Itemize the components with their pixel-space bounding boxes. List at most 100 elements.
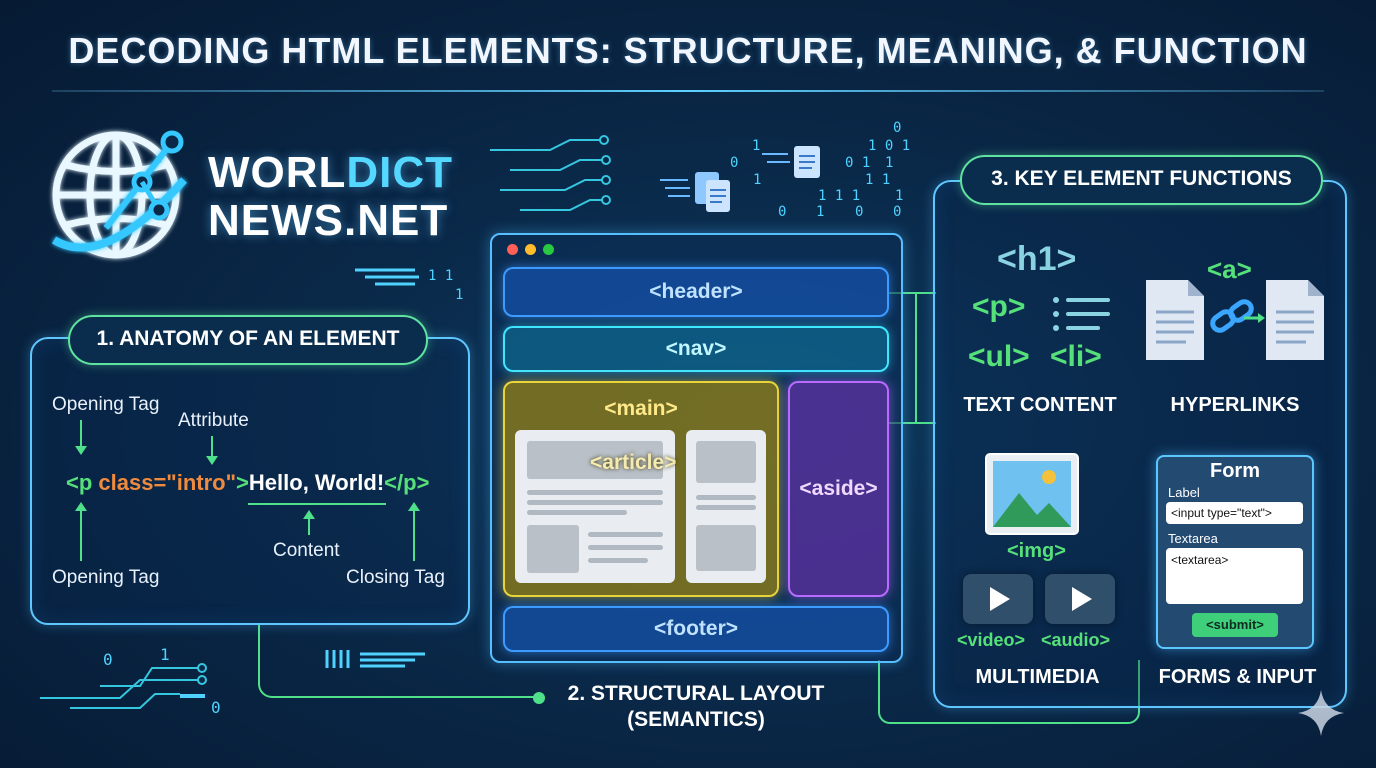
code-gt: > <box>236 470 249 495</box>
window-dot-yellow <box>525 244 536 255</box>
article-image-placeholder <box>696 441 756 483</box>
submit-button[interactable]: <submit> <box>1192 613 1278 637</box>
binary-digit: 1 1 <box>428 268 454 284</box>
text-input-mock[interactable]: <input type="text"> <box>1166 502 1303 524</box>
speed-lines-icon <box>355 268 419 286</box>
multimedia-label: MULTIMEDIA <box>975 666 1100 688</box>
code-close-tag: </p> <box>384 470 430 495</box>
window-dot-green <box>543 244 554 255</box>
binary-digit: 1 <box>885 155 894 171</box>
text-line <box>527 500 663 505</box>
header-block: <header> <box>503 267 889 317</box>
binary-digit: 1 <box>160 645 170 664</box>
text-line <box>588 558 648 563</box>
circuit-lines-bottom-icon <box>40 663 207 709</box>
play-icon <box>1072 587 1092 611</box>
anatomy-heading: 1. ANATOMY OF AN ELEMENT <box>68 315 428 365</box>
text-content-label: TEXT CONTENT <box>963 394 1117 416</box>
form-label-text: Label <box>1168 485 1200 500</box>
article-label: <article> <box>590 451 677 474</box>
text-line <box>696 505 756 510</box>
logo-wordmark-line2: NEWS.NET <box>208 196 449 245</box>
code-open-tag: <p <box>66 470 99 495</box>
title-divider <box>52 90 1324 92</box>
globe-logo-icon <box>51 130 187 259</box>
window-dot-red <box>507 244 518 255</box>
arrow-line <box>80 420 82 446</box>
arrow-up-icon <box>303 510 315 519</box>
text-line <box>527 490 663 495</box>
binary-digit: 0 <box>103 650 113 669</box>
main-label: <main> <box>604 397 678 420</box>
binary-digit: 1 <box>895 188 904 204</box>
hyperlink-docs-icon <box>1146 280 1324 360</box>
text-line <box>527 510 627 515</box>
image-icon <box>985 453 1079 535</box>
binary-digit: 0 <box>211 698 221 717</box>
audio-tag: <audio> <box>1041 630 1111 650</box>
opening-tag-label-bottom: Opening Tag <box>52 567 160 588</box>
text-line <box>588 532 663 537</box>
connector-header-functions <box>888 292 936 424</box>
article-image-placeholder <box>527 441 663 479</box>
footer-block: <footer> <box>503 606 889 652</box>
nav-block: <nav> <box>503 326 889 372</box>
functions-heading: 3. KEY ELEMENT FUNCTIONS <box>960 155 1323 205</box>
binary-digit: 0 <box>893 120 902 136</box>
arrow-up-icon <box>75 502 87 511</box>
arrow-line <box>413 511 415 561</box>
article-thumb-placeholder <box>696 525 756 571</box>
speed-lines-mid-icon <box>325 650 425 668</box>
anatomy-panel <box>30 337 470 625</box>
a-tag: <a> <box>1207 254 1252 284</box>
circuit-lines-icon <box>490 135 611 211</box>
hyperlinks-label: HYPERLINKS <box>1170 394 1300 416</box>
document-icon <box>762 146 820 178</box>
p-tag: <p> <box>972 290 1026 323</box>
connector-structure-functions <box>878 660 1140 724</box>
binary-digit: 1 <box>455 287 464 303</box>
binary-digit: 1 1 <box>865 172 891 188</box>
content-label: Content <box>273 540 340 561</box>
h1-tag: <h1> <box>997 240 1077 278</box>
structure-heading-line2: (SEMANTICS) <box>627 708 765 731</box>
element-code: <p class="intro">Hello, World!</p> <box>66 470 429 496</box>
textarea-label-text: Textarea <box>1168 531 1218 546</box>
text-line <box>588 545 663 550</box>
binary-digit: 0 <box>855 204 864 220</box>
binary-digit: 1 <box>753 172 762 188</box>
connector-dot <box>533 692 545 704</box>
forms-label: FORMS & INPUT <box>1158 666 1317 688</box>
ul-tag: <ul> <box>968 340 1030 373</box>
form-title: Form <box>1210 460 1260 482</box>
play-icon <box>990 587 1010 611</box>
textarea-mock[interactable]: <textarea> <box>1166 548 1303 604</box>
file-stack-icon <box>660 172 730 212</box>
list-icon <box>1053 297 1110 331</box>
aside-block: <aside> <box>788 381 889 597</box>
sparkle-icon <box>1298 690 1344 736</box>
binary-digit: 1 1 1 <box>818 188 861 204</box>
structure-heading-line1: 2. STRUCTURAL LAYOUT <box>567 682 825 705</box>
text-line <box>696 495 756 500</box>
opening-tag-label-top: Opening Tag <box>52 394 160 415</box>
page-title: DECODING HTML ELEMENTS: STRUCTURE, MEANI… <box>68 30 1308 71</box>
arrow-down-icon <box>206 456 218 465</box>
connector-vertical <box>915 292 917 424</box>
binary-digit: 0 <box>893 204 902 220</box>
img-tag: <img> <box>1007 540 1066 562</box>
arrow-up-icon <box>408 502 420 511</box>
binary-digit: 1 <box>816 204 825 220</box>
li-tag: <li> <box>1050 340 1102 373</box>
binary-digit: 0 <box>778 204 787 220</box>
arrow-down-icon <box>75 446 87 455</box>
arrow-line <box>80 511 82 561</box>
code-content: Hello, World! <box>248 470 385 495</box>
video-tag: <video> <box>957 630 1026 650</box>
code-attribute: class="intro" <box>98 470 237 495</box>
binary-digit: 0 1 <box>845 155 871 171</box>
closing-tag-label: Closing Tag <box>346 567 445 588</box>
binary-digit: 1 0 1 <box>868 138 911 154</box>
logo-wordmark-line1: WORLDICT <box>208 148 454 197</box>
arrow-line <box>308 519 310 535</box>
